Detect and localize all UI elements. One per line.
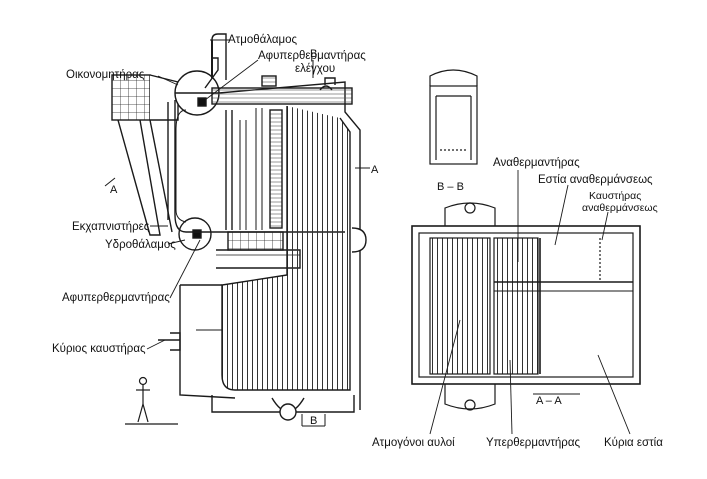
label-desuperheater: Αφυπερθερμαντήρας xyxy=(62,292,170,304)
section-mark-b-bottom: B xyxy=(310,415,317,427)
section-bb-view xyxy=(429,69,478,165)
label-control-desuperheater-line1: Αφυπερθερμαντήρας xyxy=(258,50,366,62)
section-mark-a-left: A xyxy=(110,184,118,196)
label-economizer: Οικονομητήρας xyxy=(66,69,145,81)
label-reheat-burner-line1: Καυστήρας xyxy=(589,190,641,202)
side-elevation xyxy=(104,33,370,427)
label-reheat-furnace: Εστία αναθερμάνσεως xyxy=(538,174,653,186)
label-main-furnace: Κύρια εστία xyxy=(604,437,663,449)
section-title-aa: A – A xyxy=(536,395,562,407)
label-superheater: Υπερθερμαντήρας xyxy=(486,437,580,449)
diagram-labels: Ατμοθάλαμος Αφυπερθερμαντήρας ελέγχου Οι… xyxy=(52,34,663,449)
section-mark-b-top: B xyxy=(310,48,317,60)
economizer-section xyxy=(111,74,179,236)
water-drum xyxy=(178,217,212,251)
label-reheat-burner-line2: αναθερμάνσεως xyxy=(582,202,658,214)
label-steam-drum: Ατμοθάλαμος xyxy=(228,34,298,46)
label-soot-blowers: Εκχαπνιστήρες xyxy=(72,221,150,233)
label-water-drum: Υδροθάλαμος xyxy=(105,239,176,251)
label-generating-tubes: Ατμογόνοι αυλοί xyxy=(372,437,455,449)
human-scale-figure xyxy=(125,376,178,425)
section-mark-a-right: A xyxy=(371,164,379,176)
section-mark-labels: A A B B B – B A – A xyxy=(110,48,562,427)
section-title-bb: B – B xyxy=(437,181,464,193)
label-main-burner: Κύριος καυστήρας xyxy=(52,343,146,355)
leader-lines xyxy=(146,39,631,435)
section-aa-plan xyxy=(411,202,641,411)
label-reheater: Αναθερμαντήρας xyxy=(493,157,580,169)
section-markers-side xyxy=(104,60,370,427)
boiler-casing xyxy=(158,75,367,421)
label-control-desuperheater-line2: ελέγχου xyxy=(295,63,335,75)
